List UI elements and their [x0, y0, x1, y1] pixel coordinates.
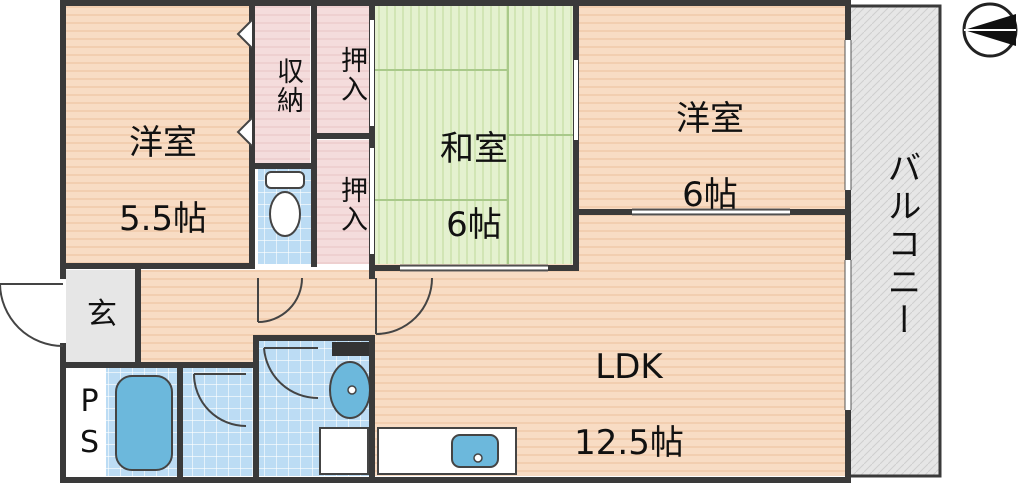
- room-label-ldk: LDK 12.5帖: [544, 310, 714, 483]
- room-label-tatami: 和室 6帖: [404, 92, 544, 282]
- closet-doors: [370, 20, 578, 254]
- kitchen-sink-icon: [451, 434, 499, 468]
- room-name: 洋室: [129, 123, 197, 164]
- room-label-closet-top: 押入: [336, 46, 367, 104]
- sliding-door-lines: [400, 208, 790, 272]
- room-size: 6帖: [682, 175, 738, 216]
- room-size: 5.5帖: [118, 199, 208, 240]
- balcony-area: [846, 4, 942, 478]
- room-size: 12.5帖: [574, 423, 684, 464]
- north-arrow-icon: [962, 2, 1018, 58]
- room-label-storage: 収納: [272, 57, 303, 115]
- room-name: 和室: [440, 129, 508, 170]
- storage-floor: [252, 6, 310, 164]
- washroom-floor: [180, 368, 256, 476]
- closet-bottom-floor: [316, 140, 372, 264]
- western-room-left-floor: [66, 6, 252, 264]
- balcony-window-lines: [844, 40, 852, 410]
- mirror-bar: [332, 342, 370, 356]
- storage-fold-doors: [236, 19, 253, 147]
- door-swing-icon: [0, 277, 433, 427]
- room-name: 洋室: [676, 99, 744, 140]
- room-label-entrance: 玄: [87, 297, 117, 332]
- room-label-ps: PS: [72, 384, 107, 466]
- bathtub-icon: [115, 375, 173, 471]
- room-label-closet-bottom: 押入: [336, 176, 367, 234]
- western-room-right-floor: [578, 6, 848, 212]
- room-label-western-right: 洋室 6帖: [640, 62, 780, 252]
- washbasin-icon: [329, 361, 371, 419]
- entrance-floor: [66, 270, 138, 362]
- washing-machine-pan: [319, 427, 369, 475]
- room-size: 6帖: [446, 205, 502, 246]
- room-name: LDK: [595, 347, 663, 388]
- room-label-balcony: バルコニー: [881, 150, 921, 340]
- ps-area: [66, 368, 106, 476]
- walls: [60, 0, 851, 483]
- room-label-western-left: 洋室 5.5帖: [88, 86, 238, 276]
- closet-top-floor: [316, 6, 372, 134]
- sliding-doors: [400, 210, 790, 270]
- tatami-mat-seams: [374, 6, 574, 264]
- toilet-icon: [265, 171, 305, 237]
